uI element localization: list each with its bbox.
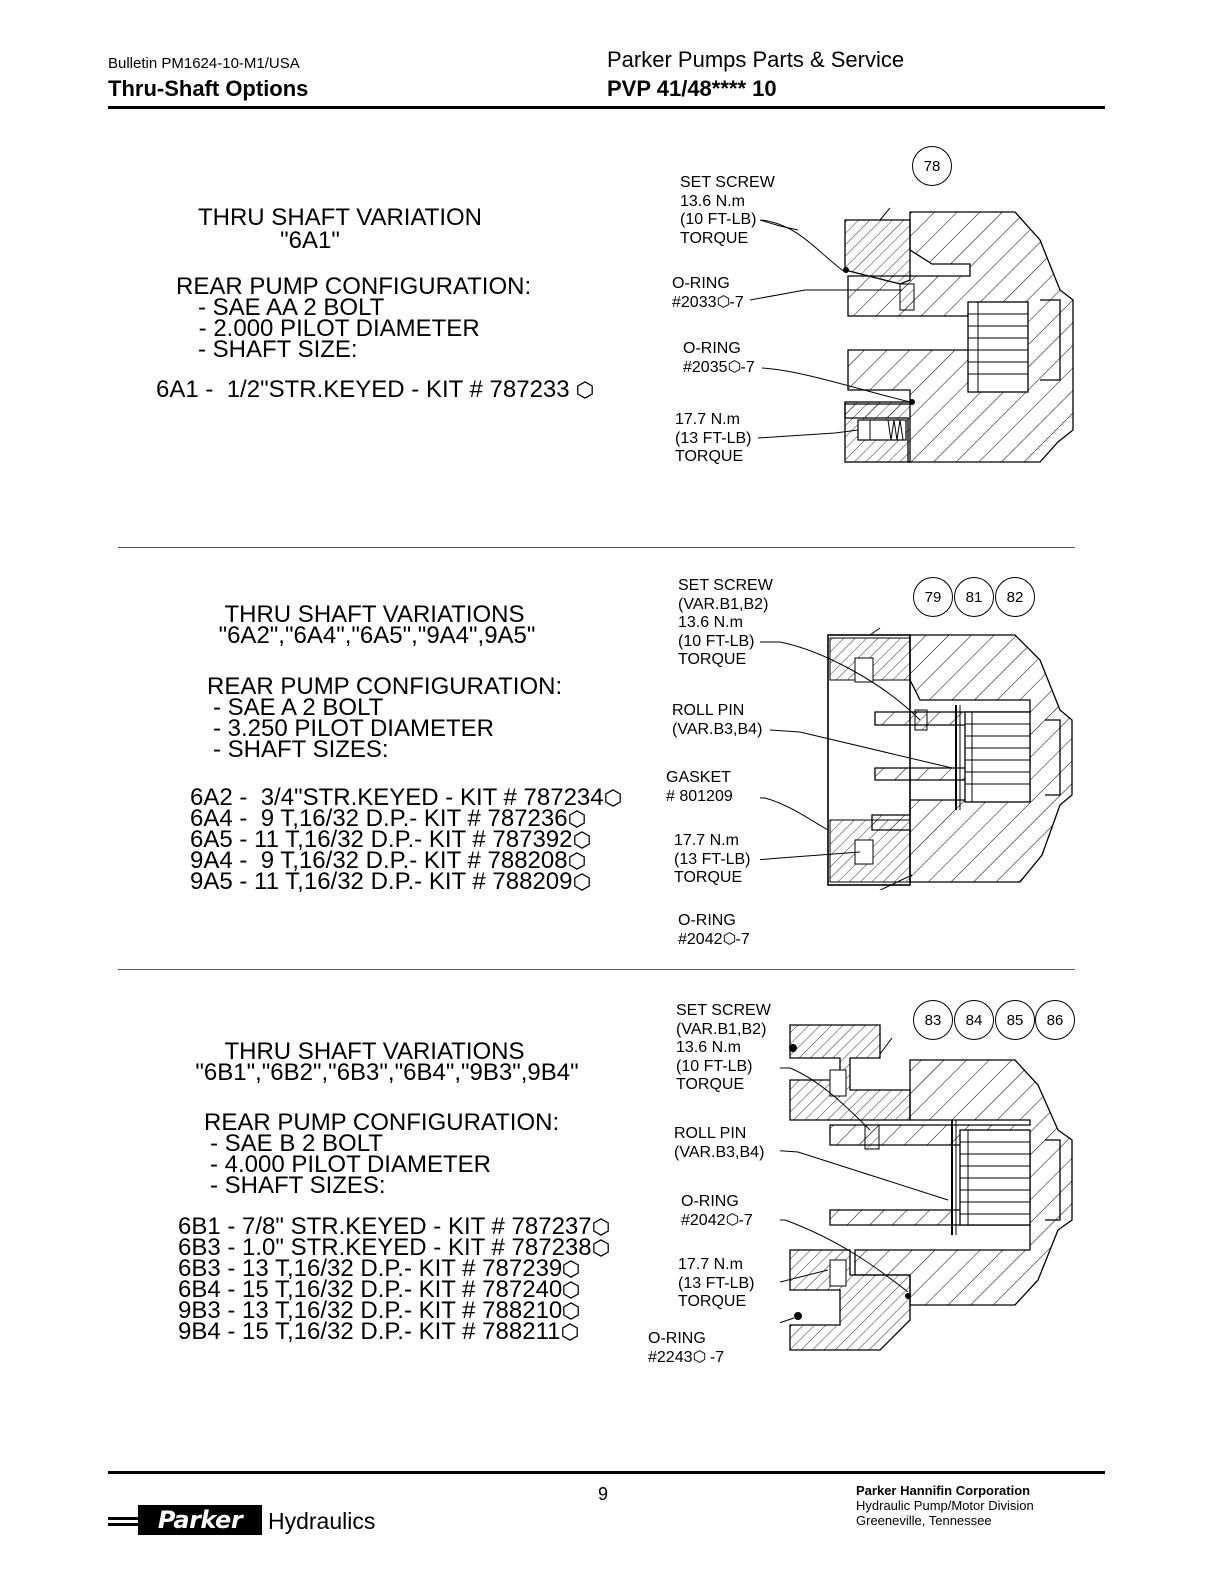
page-number: 9 bbox=[598, 1484, 609, 1504]
kit-text: 6A1 - 1/2"STR.KEYED - KIT # 787233 bbox=[156, 376, 570, 403]
hex-symbol-icon bbox=[726, 1213, 739, 1226]
callout-bubble: 78 bbox=[912, 146, 952, 186]
config-item: - SAE AA 2 BOLT bbox=[198, 294, 385, 321]
hex-symbol-icon bbox=[592, 1239, 610, 1257]
kit-line: 9A5 - 11 T,16/32 D.P.- KIT # 788209 bbox=[190, 870, 591, 894]
kit-line: 6B1 - 7/8" STR.KEYED - KIT # 787237 bbox=[178, 1215, 610, 1239]
callout-bubble: 86 bbox=[1035, 1000, 1075, 1040]
hex-symbol-icon bbox=[562, 1260, 580, 1278]
callout-bubble: 81 bbox=[954, 577, 994, 617]
kit-line: 9A4 - 9 T,16/32 D.P.- KIT # 788208 bbox=[190, 849, 586, 873]
hex-symbol-icon bbox=[576, 381, 594, 399]
label-oring: O-RING#2042-7 bbox=[678, 912, 750, 948]
config-item: - SHAFT SIZES: bbox=[210, 1172, 386, 1199]
label-oring: O-RING#2035-7 bbox=[683, 340, 755, 376]
hex-symbol-icon bbox=[562, 1281, 580, 1299]
section-variant-codes: "6B1","6B2","6B3","6B4","9B3",9B4" bbox=[195, 1059, 579, 1086]
config-item: - 3.250 PILOT DIAMETER bbox=[213, 715, 494, 742]
section-divider bbox=[118, 547, 1075, 548]
header-rule bbox=[108, 106, 1105, 109]
section-divider bbox=[118, 969, 1075, 970]
hex-symbol-icon bbox=[573, 873, 591, 891]
cross-section-diagram-6a1 bbox=[749, 180, 1074, 463]
hex-symbol-icon bbox=[562, 1302, 580, 1320]
kit-line: 6B4 - 15 T,16/32 D.P.- KIT # 787240 bbox=[178, 1278, 580, 1302]
kit-line: 9B3 - 13 T,16/32 D.P.- KIT # 788210 bbox=[178, 1299, 580, 1323]
config-item: - SAE A 2 BOLT bbox=[213, 694, 384, 721]
section-title-line: THRU SHAFT VARIATION bbox=[197, 204, 482, 231]
hex-symbol-icon bbox=[592, 1218, 610, 1236]
callout-bubble: 85 bbox=[995, 1000, 1035, 1040]
kit-line: 6B3 - 13 T,16/32 D.P.- KIT # 787239 bbox=[178, 1257, 580, 1281]
callout-bubble: 79 bbox=[913, 577, 953, 617]
kit-line: 6A2 - 3/4"STR.KEYED - KIT # 787234 bbox=[190, 786, 622, 810]
cross-section-diagram-6a2 bbox=[760, 627, 1073, 890]
label-bolt-torque: 17.7 N.m(13 FT-LB)TORQUE bbox=[674, 832, 751, 886]
cross-section-diagram-6b1 bbox=[780, 1024, 1073, 1351]
config-heading: REAR PUMP CONFIGURATION: bbox=[207, 673, 563, 700]
callout-bubble: 83 bbox=[913, 1000, 953, 1040]
kit-line: 6A4 - 9 T,16/32 D.P.- KIT # 787236 bbox=[190, 807, 586, 831]
label-roll-pin: ROLL PIN(VAR.B3,B4) bbox=[672, 702, 763, 738]
label-bolt-torque: 17.7 N.m(13 FT-LB)TORQUE bbox=[678, 1256, 755, 1310]
config-heading: REAR PUMP CONFIGURATION: bbox=[204, 1109, 560, 1136]
kit-line: 9B4 - 15 T,16/32 D.P.- KIT # 788211 bbox=[178, 1320, 579, 1344]
model-title: PVP 41/48**** 10 bbox=[607, 76, 777, 101]
section-title-line: THRU SHAFT VARIATIONS bbox=[224, 1038, 525, 1065]
config-item: - SAE B 2 BOLT bbox=[210, 1130, 383, 1157]
label-set-screw: SET SCREW(VAR.B1,B2)13.6 N.m(10 FT-LB)TO… bbox=[676, 1002, 771, 1093]
kit-line: 6A5 - 11 T,16/32 D.P.- KIT # 787392 bbox=[190, 828, 591, 852]
callout-bubble: 82 bbox=[995, 577, 1035, 617]
label-bolt-torque: 17.7 N.m(13 FT-LB)TORQUE bbox=[675, 411, 752, 465]
section-title: Thru-Shaft Options bbox=[108, 76, 309, 101]
label-oring: O-RING#2042-7 bbox=[681, 1193, 753, 1229]
label-gasket: GASKET# 801209 bbox=[666, 769, 733, 805]
logo-suffix: Hydraulics bbox=[268, 1508, 376, 1534]
kit-line: 6A1 - 1/2"STR.KEYED - KIT # 787233 bbox=[156, 376, 594, 403]
hex-symbol-icon bbox=[723, 932, 736, 945]
hex-symbol-icon bbox=[728, 360, 741, 373]
config-item: - 4.000 PILOT DIAMETER bbox=[210, 1151, 491, 1178]
callout-bubble: 84 bbox=[954, 1000, 994, 1040]
section-variant-codes: "6A1" bbox=[280, 227, 340, 254]
label-oring: O-RING#2033-7 bbox=[672, 275, 744, 311]
company-info: Parker Hannifin Corporation Hydraulic Pu… bbox=[856, 1483, 1034, 1528]
hex-symbol-icon bbox=[573, 831, 591, 849]
config-item: - 2.000 PILOT DIAMETER bbox=[192, 315, 480, 342]
hex-symbol-icon bbox=[693, 1350, 706, 1363]
hex-symbol-icon bbox=[717, 295, 730, 308]
section-title-line: THRU SHAFT VARIATIONS bbox=[224, 601, 525, 628]
hex-symbol-icon bbox=[561, 1323, 579, 1341]
doc-title: Parker Pumps Parts & Service bbox=[607, 47, 905, 72]
kit-line: 6B3 - 1.0" STR.KEYED - KIT # 787238 bbox=[178, 1236, 610, 1260]
label-set-screw: SET SCREW(VAR.B1,B2)13.6 N.m(10 FT-LB)TO… bbox=[678, 577, 773, 668]
section-variant-codes: "6A2","6A4","6A5","9A4",9A5" bbox=[218, 622, 536, 649]
label-oring: O-RING#2243 -7 bbox=[648, 1330, 725, 1366]
bulletin-number: Bulletin PM1624-10-M1/USA bbox=[108, 55, 300, 72]
config-item: - SHAFT SIZE: bbox=[198, 336, 358, 363]
config-heading: REAR PUMP CONFIGURATION: bbox=[176, 273, 532, 300]
hex-symbol-icon bbox=[604, 789, 622, 807]
label-roll-pin: ROLL PIN(VAR.B3,B4) bbox=[674, 1125, 765, 1161]
config-item: - SHAFT SIZES: bbox=[213, 736, 389, 763]
footer-rule bbox=[108, 1471, 1105, 1474]
